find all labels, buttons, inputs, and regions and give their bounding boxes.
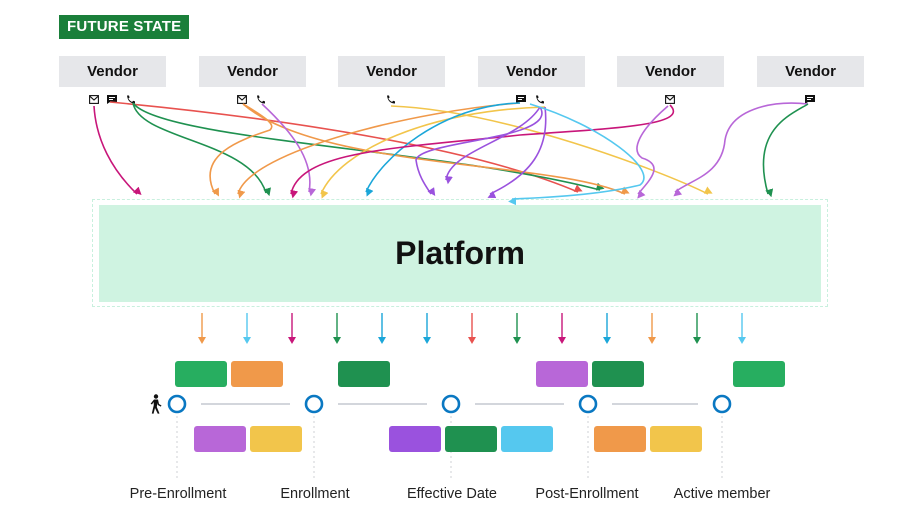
future-state-badge: FUTURE STATE xyxy=(59,15,190,39)
platform-box: Platform xyxy=(99,205,821,302)
output-arrow-orange xyxy=(648,313,656,344)
stage-label-active-member: Active member xyxy=(673,486,771,502)
email-icon xyxy=(237,95,247,104)
chat-icon xyxy=(805,95,815,104)
touchpoint-block-green xyxy=(338,361,390,387)
stage-label-pre-enrollment: Pre-Enrollment xyxy=(129,486,227,502)
connector-arrow-yellow xyxy=(320,106,546,199)
touchpoint-block-purple xyxy=(536,361,588,387)
stage-label-effective-date: Effective Date xyxy=(406,486,498,502)
email-icon xyxy=(665,95,675,104)
touchpoint-block-brightgreen xyxy=(175,361,227,387)
vendor-box-6: Vendor xyxy=(757,56,864,87)
output-arrow-magenta xyxy=(288,313,296,344)
platform-boundary xyxy=(92,199,828,307)
connector-arrow-orange xyxy=(242,103,630,195)
stage-label-post-enrollment: Post-Enrollment xyxy=(535,486,639,502)
chat-icon xyxy=(516,95,526,104)
connector-arrow-yellow xyxy=(390,105,713,195)
connector-arrow-orange xyxy=(237,102,521,199)
stage-label-enrollment: Enrollment xyxy=(280,486,350,502)
vendor-box-4: Vendor xyxy=(478,56,585,87)
connector-arrow-magenta xyxy=(290,104,675,199)
touchpoint-block-brightgreen xyxy=(733,361,785,387)
person-walking-icon xyxy=(150,394,162,414)
touchpoint-block-orange xyxy=(231,361,283,387)
output-arrow-cyan xyxy=(378,313,386,344)
output-arrow-lightblue xyxy=(243,313,251,344)
phone-icon xyxy=(127,95,135,104)
timeline-node[interactable] xyxy=(304,394,324,414)
touchpoint-block-green xyxy=(445,426,497,452)
touchpoint-block-yellow xyxy=(250,426,302,452)
touchpoint-block-yellow xyxy=(650,426,702,452)
touchpoint-block-purple xyxy=(194,426,246,452)
connector-arrow-purple xyxy=(261,103,317,197)
email-icon xyxy=(89,95,99,104)
output-arrow-magenta xyxy=(558,313,566,344)
connector-arrow-green xyxy=(132,102,271,197)
connector-arrow-green xyxy=(132,102,605,191)
output-arrow-green xyxy=(513,313,521,344)
connector-arrow-lightblue xyxy=(508,103,645,206)
touchpoint-block-green xyxy=(592,361,644,387)
connector-arrow-violet xyxy=(415,106,543,196)
timeline-node[interactable] xyxy=(712,394,732,414)
output-arrow-cyan xyxy=(423,313,431,344)
connector-arrow-cyan xyxy=(365,102,521,197)
output-arrow-cyan xyxy=(603,313,611,344)
output-arrow-red xyxy=(468,313,476,344)
timeline-node[interactable] xyxy=(167,394,187,414)
connector-arrow-violet xyxy=(487,106,547,199)
output-arrow-green xyxy=(333,313,341,344)
output-arrow-orange xyxy=(198,313,206,344)
touchpoint-block-lightblue xyxy=(501,426,553,452)
vendor-box-3: Vendor xyxy=(338,56,445,87)
timeline-node[interactable] xyxy=(441,394,461,414)
phone-icon xyxy=(387,95,395,104)
timeline-node[interactable] xyxy=(578,394,598,414)
output-arrow-lightblue xyxy=(738,313,746,344)
output-arrow-green xyxy=(693,313,701,344)
connector-arrow-green xyxy=(762,103,809,198)
vendor-box-1: Vendor xyxy=(59,56,166,87)
touchpoint-block-orange xyxy=(594,426,646,452)
vendor-box-5: Vendor xyxy=(617,56,724,87)
touchpoint-block-violet xyxy=(389,426,441,452)
connector-arrow-purple xyxy=(636,105,669,199)
connector-arrow-magenta xyxy=(93,105,142,196)
phone-icon xyxy=(257,95,265,104)
phone-icon xyxy=(536,95,544,104)
connector-arrow-purple xyxy=(673,102,809,197)
vendor-box-2: Vendor xyxy=(199,56,306,87)
connector-arrow-violet xyxy=(444,106,541,185)
